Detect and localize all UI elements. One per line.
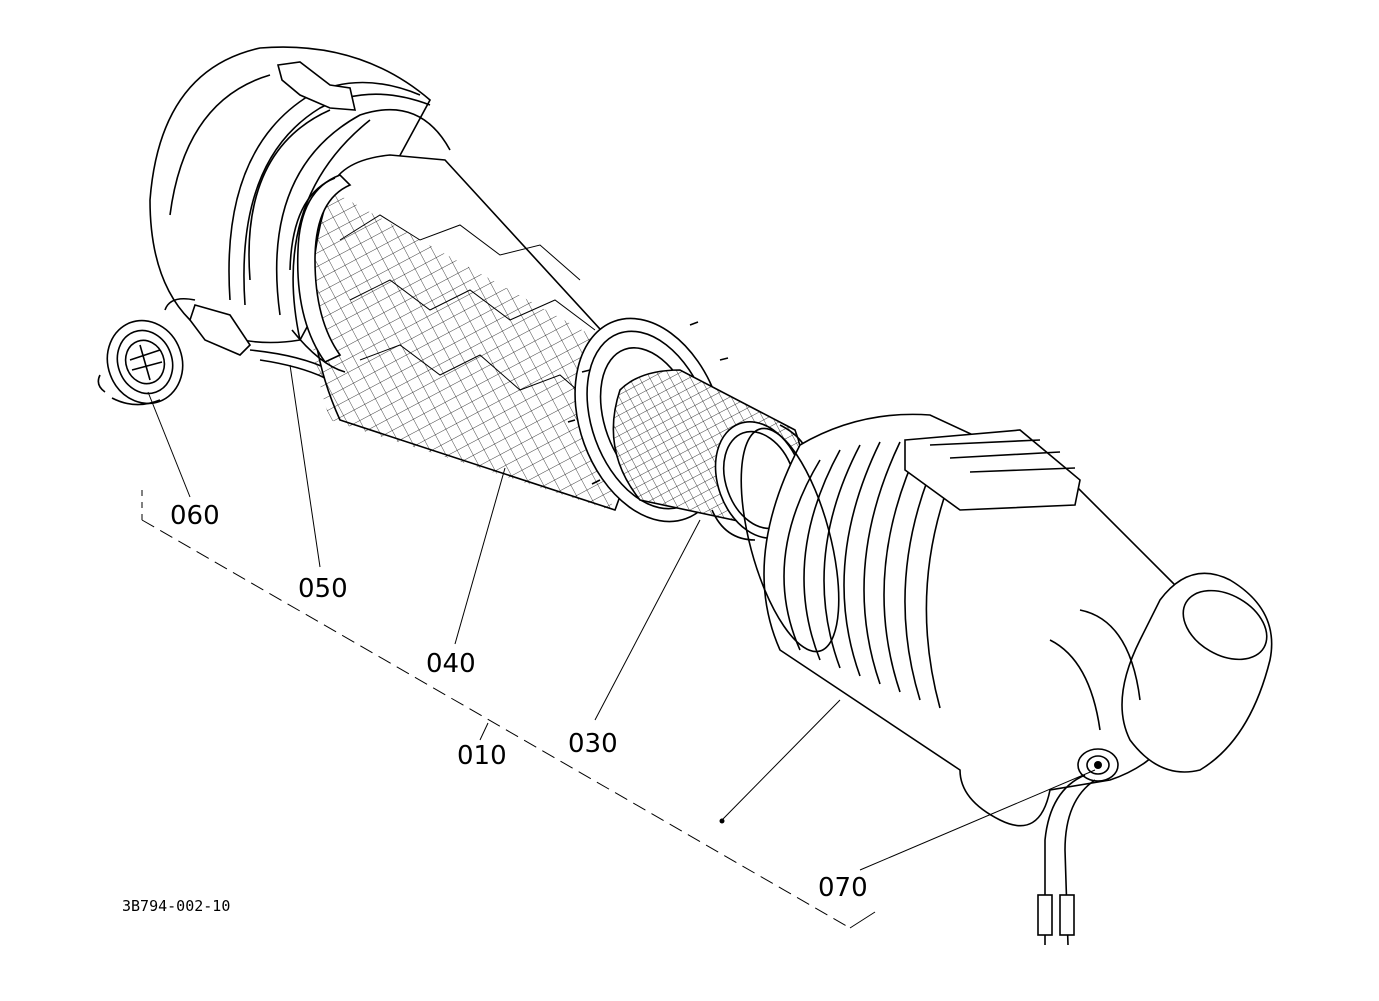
callout-060: 060: [170, 501, 220, 531]
callout-010: 010: [457, 741, 507, 771]
callout-040: 040: [426, 649, 476, 679]
drawing-number: 3B794-002-10: [122, 897, 230, 915]
vacuator-valve: [97, 319, 184, 406]
air-cleaner-cover: [149, 46, 451, 379]
inner-safety-element: [612, 369, 813, 541]
callout-070: 070: [818, 873, 868, 903]
callout-labels: 060 050 040 010 030 070: [170, 501, 868, 903]
callout-030: 030: [568, 729, 618, 759]
callout-050: 050: [298, 574, 348, 604]
air-cleaner-body: [740, 413, 1273, 946]
leader-lines: [141, 364, 1096, 929]
